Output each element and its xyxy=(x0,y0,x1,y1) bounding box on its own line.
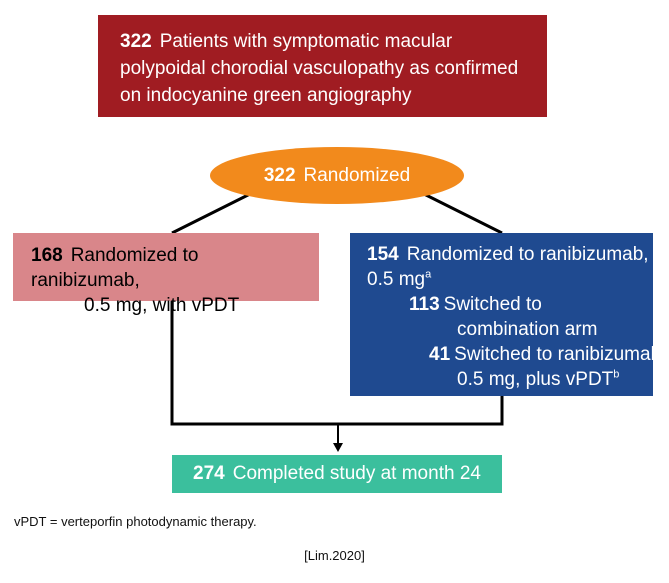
completed-count: 274 xyxy=(193,463,225,484)
sub1-line1: Switched to xyxy=(443,294,542,315)
connector-ellipse-to-left xyxy=(171,192,251,235)
sub2-line2: 0.5 mg, plus vPDT xyxy=(457,369,614,390)
completed-box: 274 Completed study at month 24 xyxy=(172,455,502,493)
completed-text: Completed study at month 24 xyxy=(232,463,481,484)
footnote: vPDT = verteporfin photodynamic therapy. xyxy=(14,514,257,529)
citation: [Lim.2020] xyxy=(304,548,365,563)
arrow-head-icon xyxy=(333,443,343,452)
enrollment-text: Patients with symptomatic macular polypo… xyxy=(120,31,519,106)
right-arm-line2-row: 0.5 mga xyxy=(367,267,645,292)
sub1-line2: combination arm xyxy=(457,319,598,340)
randomized-ellipse: 322 Randomized xyxy=(210,147,464,204)
left-arm-line2: 0.5 mg, with vPDT xyxy=(84,295,240,316)
left-arm-count: 168 xyxy=(31,245,63,266)
connector-ellipse-to-right xyxy=(423,192,503,235)
enrollment-count: 322 xyxy=(120,31,152,52)
sub2-count: 41 xyxy=(429,344,451,365)
randomized-count: 322 xyxy=(263,164,296,186)
sub1-count: 113 xyxy=(409,294,440,315)
left-arm-line1: Randomized to ranibizumab, xyxy=(31,245,199,291)
right-arm-line1-row: 154 Randomized to ranibizumab, xyxy=(367,242,649,267)
sub2-line2-row: 0.5 mg, plus vPDTb xyxy=(367,367,645,392)
right-arm-box: 154 Randomized to ranibizumab, 0.5 mga 11… xyxy=(350,233,666,396)
right-arm-line1: Randomized to ranibizumab, xyxy=(406,244,649,265)
randomized-text: Randomized xyxy=(303,164,411,186)
right-arm-footnote-b: b xyxy=(613,368,620,381)
right-arm-footnote-a: a xyxy=(425,268,432,281)
sub2-line1: Switched to ranibizumab, xyxy=(454,344,667,365)
right-arm-count: 154 xyxy=(367,244,399,265)
right-arm-line2: 0.5 mg xyxy=(367,269,426,290)
